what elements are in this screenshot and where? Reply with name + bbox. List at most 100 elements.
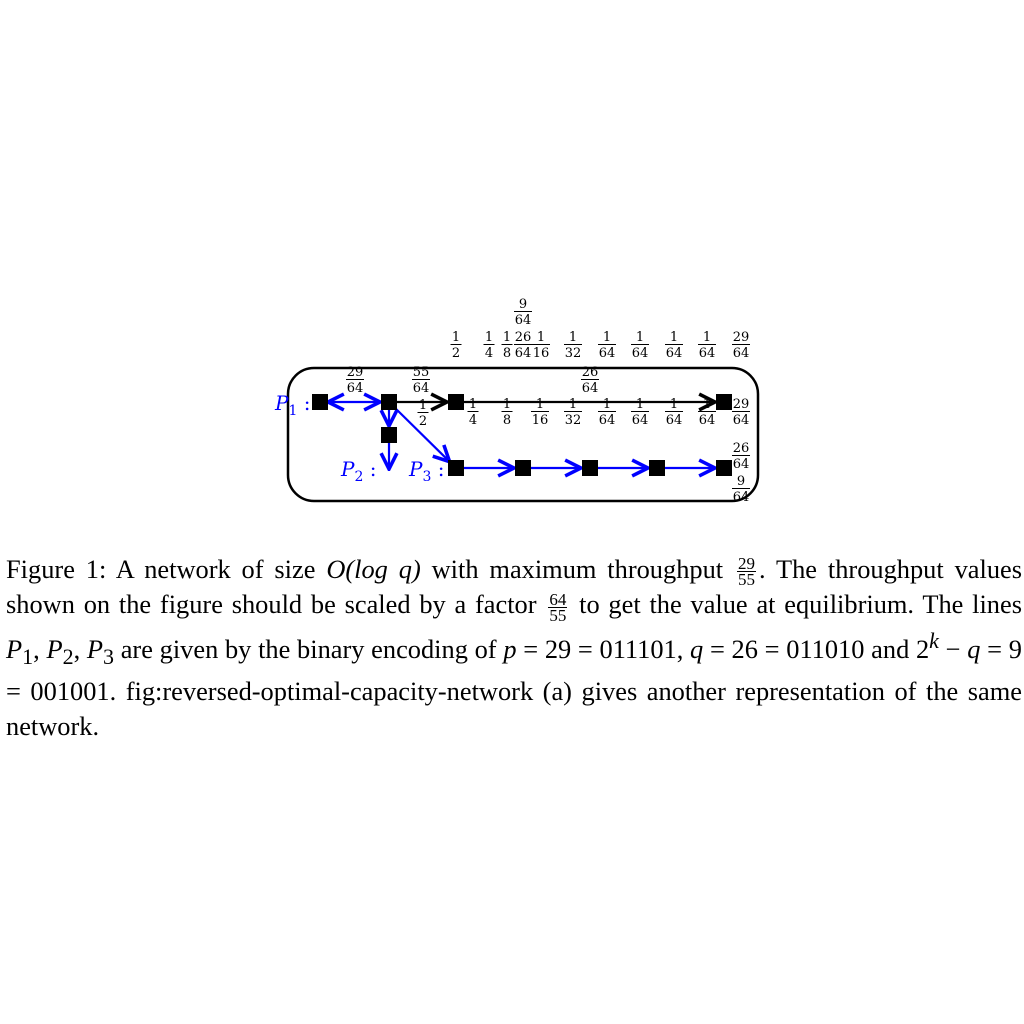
svg-text:1: 1 (537, 330, 545, 345)
network-figure: P1 :P2 :P3 :2964556426641212141826641161… (274, 297, 760, 505)
node-a (381, 394, 397, 410)
caption-text-11: = 9 = 001001. fig:reversed-optimal-capac… (6, 633, 1022, 741)
caption-label: Figure 1: (6, 554, 107, 584)
path-label-1: P1 : (274, 391, 311, 419)
svg-text:29: 29 (733, 330, 750, 345)
edges (328, 402, 715, 469)
svg-text:1: 1 (503, 397, 511, 412)
svg-text:1: 1 (503, 330, 511, 345)
top-fraction-6: 164 (598, 330, 616, 361)
top-fraction-2: 18 (501, 330, 513, 361)
svg-text:64: 64 (666, 346, 683, 361)
svg-text:32: 32 (565, 346, 582, 361)
svg-text:1: 1 (703, 397, 711, 412)
svg-text:1: 1 (670, 397, 678, 412)
svg-text:64: 64 (632, 346, 649, 361)
svg-text:64: 64 (632, 413, 649, 428)
caption-text-3: . The throughput values shown on the fig… (6, 554, 1023, 620)
top-fraction-7: 164 (631, 330, 649, 361)
edge-a-d1 (393, 406, 450, 462)
svg-text:26: 26 (515, 330, 532, 345)
edge-fraction-3: 12 (417, 398, 429, 429)
top-fraction-4: 116 (532, 330, 550, 361)
svg-text:64: 64 (699, 346, 716, 361)
svg-text:64: 64 (515, 313, 532, 328)
caption-math-p2: P (46, 633, 63, 664)
line-fraction-2: 116 (531, 397, 549, 428)
svg-text:29: 29 (733, 397, 750, 412)
svg-text:8: 8 (503, 346, 511, 361)
node-c (381, 427, 397, 443)
svg-text:8: 8 (503, 413, 511, 428)
caption-text-7: are given by the binary encoding of (114, 633, 504, 664)
svg-text:1: 1 (536, 397, 544, 412)
top-extra-fraction: 964 (514, 297, 532, 328)
node-t1 (716, 394, 732, 410)
svg-text:64: 64 (582, 381, 599, 396)
svg-text:16: 16 (533, 346, 550, 361)
svg-text:1: 1 (569, 397, 577, 412)
svg-text:26: 26 (582, 365, 599, 380)
line-fraction-1: 18 (501, 397, 513, 428)
caption-math-p1: P (6, 633, 23, 664)
svg-text:26: 26 (733, 441, 750, 456)
node-d3 (582, 460, 598, 476)
line-fraction-5: 164 (631, 397, 649, 428)
svg-text:16: 16 (532, 413, 549, 428)
svg-text:1: 1 (485, 330, 493, 345)
svg-text:64: 64 (666, 413, 683, 428)
svg-text:1: 1 (603, 330, 611, 345)
svg-text:9: 9 (737, 474, 745, 489)
caption-text-4: to get the value at equilibrium. The lin… (570, 589, 1022, 620)
svg-text:1: 1 (670, 330, 678, 345)
svg-text:32: 32 (565, 413, 582, 428)
svg-text:29: 29 (347, 365, 364, 380)
line-fraction-6: 164 (665, 397, 683, 428)
node-d2 (515, 460, 531, 476)
node-d1 (448, 460, 464, 476)
svg-text:4: 4 (485, 346, 493, 361)
caption-math-olog: O(log q) (326, 554, 421, 584)
svg-text:2: 2 (419, 414, 427, 429)
line-fraction-4: 164 (598, 397, 616, 428)
svg-text:64: 64 (699, 413, 716, 428)
svg-text:1: 1 (636, 397, 644, 412)
caption-text-2: with maximum throughput (420, 554, 734, 584)
node-d5 (716, 460, 732, 476)
top-fraction-0: 12 (450, 330, 462, 361)
line-fraction-3: 132 (564, 397, 582, 428)
network-boundary (286, 366, 760, 503)
svg-text:64: 64 (599, 413, 616, 428)
svg-text:55: 55 (413, 365, 430, 380)
svg-text:1: 1 (419, 398, 427, 413)
svg-text:2: 2 (452, 346, 460, 361)
svg-text:9: 9 (519, 297, 527, 312)
svg-text:4: 4 (469, 413, 477, 428)
svg-text:1: 1 (469, 397, 477, 412)
node-d4 (649, 460, 665, 476)
svg-text:64: 64 (515, 346, 532, 361)
svg-text:64: 64 (733, 490, 750, 505)
node-s (312, 394, 328, 410)
right-fraction-1: 964 (732, 474, 750, 505)
path-label-3: P3 : (408, 457, 445, 485)
line-fraction-0: 14 (467, 397, 479, 428)
svg-text:64: 64 (599, 346, 616, 361)
nodes (312, 394, 732, 476)
path-label-2: P2 : (340, 457, 377, 485)
line-fraction-7: 164 (698, 397, 716, 428)
top-fraction-8: 164 (665, 330, 683, 361)
caption-math-p3: P (86, 633, 103, 664)
svg-text:64: 64 (733, 457, 750, 472)
svg-text:1: 1 (452, 330, 460, 345)
svg-text:64: 64 (347, 381, 364, 396)
svg-text:1: 1 (569, 330, 577, 345)
